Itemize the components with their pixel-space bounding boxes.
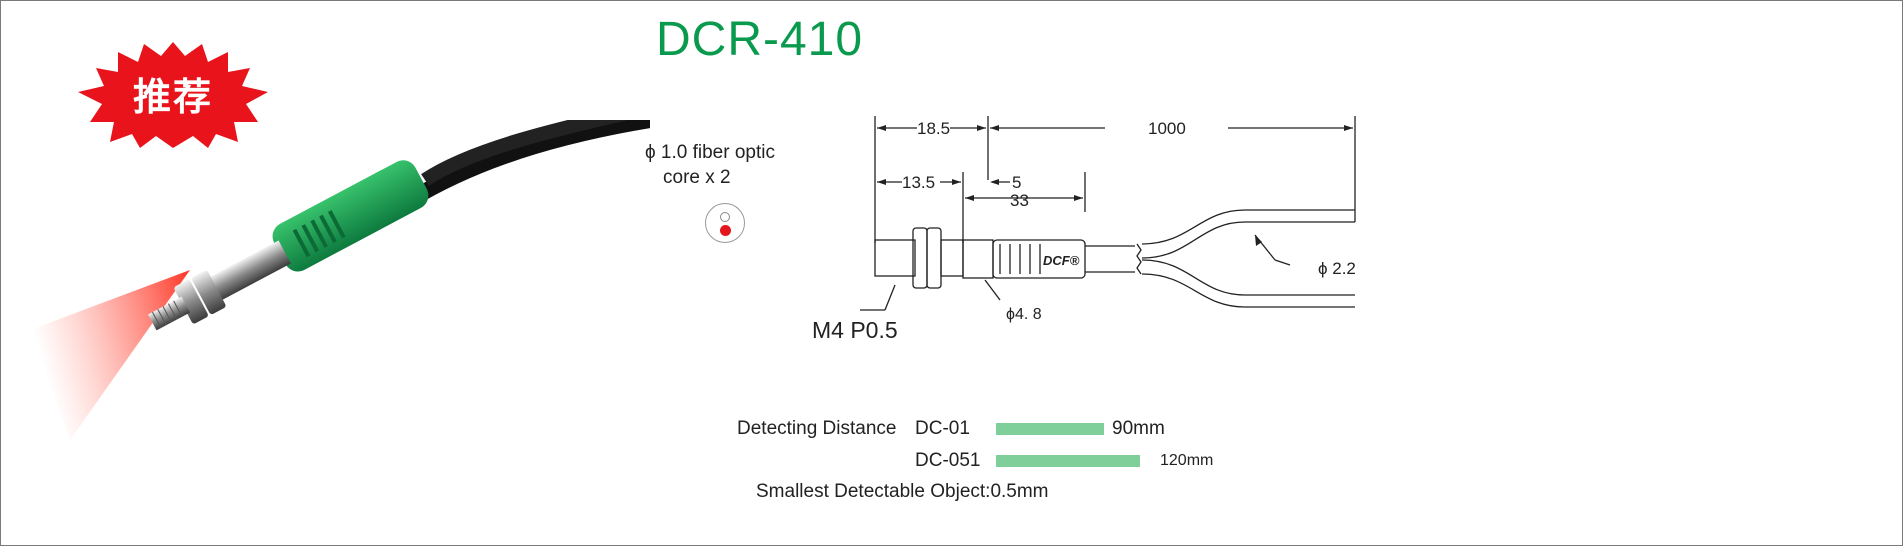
sensor-logo: DCF®: [1043, 253, 1080, 268]
smallest-object: Smallest Detectable Object:0.5mm: [756, 481, 1049, 502]
sensor-photo: [30, 120, 650, 440]
recommend-badge: [78, 42, 268, 148]
distance-bar-1: [996, 423, 1104, 435]
body-diameter: ϕ4. 8: [1006, 306, 1042, 323]
spec-value-2: 120mm: [1160, 452, 1214, 469]
distance-bar-2: [996, 455, 1140, 467]
dim-33: 33: [1010, 191, 1029, 210]
spec-model-2: DC-051: [915, 450, 981, 471]
fiber-line1: ϕ 1.0 fiber optic: [645, 142, 775, 163]
spec-model-1: DC-01: [915, 418, 970, 439]
spec-value-1: 90mm: [1112, 418, 1165, 439]
detecting-distance-label: Detecting Distance: [737, 418, 897, 439]
cable-diameter: ϕ 2.2: [1318, 259, 1356, 278]
dimension-drawing: 18.5 1000 13.5 5 33 DCF® M4 P0.5 ϕ4. 8 ϕ…: [812, 116, 1356, 343]
thread-spec: M4 P0.5: [812, 317, 898, 343]
fiber-core-label: ϕ 1.0 fiber optic core x 2: [645, 140, 775, 190]
fiber-line2: core x 2: [663, 167, 731, 188]
dim-18-5: 18.5: [917, 119, 950, 138]
badge-label: 推荐: [132, 75, 213, 119]
dim-1000: 1000: [1148, 119, 1186, 138]
fiber-cross-section-icon: [705, 203, 745, 243]
dim-13-5: 13.5: [902, 173, 935, 192]
core-receiver-icon: [720, 225, 731, 236]
core-emitter-icon: [720, 212, 730, 222]
dim-5: 5: [1012, 173, 1021, 192]
product-title: DCR-410: [656, 13, 864, 66]
